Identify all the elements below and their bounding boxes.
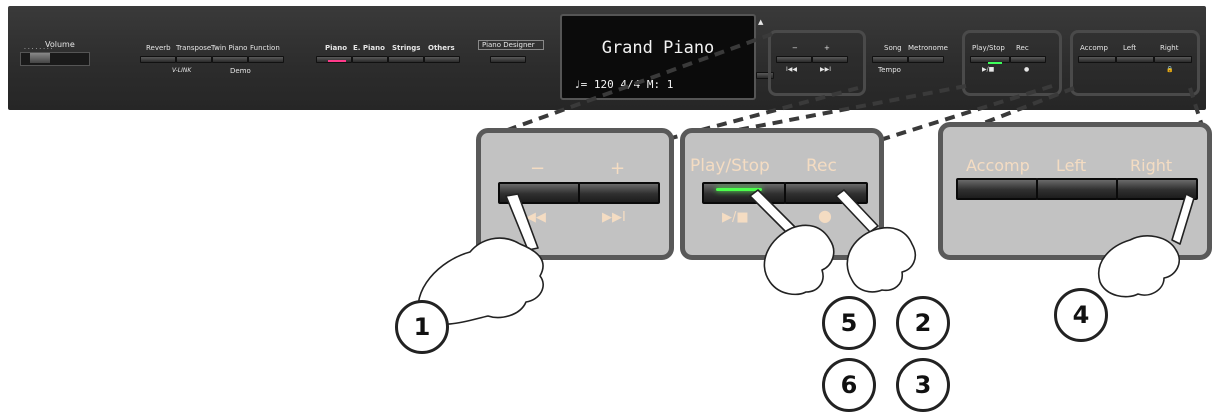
big-play-stop-icon: ▶/■: [722, 210, 749, 225]
others-label: Others: [428, 44, 455, 52]
big-bwd-icon: I◀◀: [522, 210, 546, 225]
reverb-button[interactable]: [140, 56, 176, 63]
left-button[interactable]: [1036, 178, 1118, 200]
accomp-button-small[interactable]: [1078, 56, 1116, 63]
function-button[interactable]: [248, 56, 284, 63]
piano-label: Piano: [325, 44, 348, 52]
piano-indicator-led: [328, 60, 346, 62]
step-number: 2: [914, 309, 932, 337]
play-stop-button[interactable]: [702, 182, 786, 204]
left-button-small[interactable]: [1116, 56, 1154, 63]
big-rec-icon: ●: [818, 206, 832, 225]
volume-label: Volume: [45, 40, 75, 49]
step-number: 3: [914, 371, 932, 399]
play-stop-icon: ▶/■: [982, 66, 995, 73]
left-label: Left: [1123, 44, 1137, 52]
metronome-label: Metronome: [908, 44, 948, 52]
step-6-badge: 6: [822, 358, 876, 412]
volume-slider-knob[interactable]: [30, 53, 50, 63]
transpose-label: Transpose: [176, 44, 212, 52]
piano-designer-button[interactable]: [490, 56, 526, 63]
e-piano-label: E. Piano: [353, 44, 385, 52]
strings-button[interactable]: [388, 56, 424, 63]
display-status-line: ♩= 120 4/4 M: 1: [574, 78, 674, 91]
right-button-small[interactable]: [1154, 56, 1192, 63]
e-piano-button[interactable]: [352, 56, 388, 63]
right-button[interactable]: [1116, 178, 1198, 200]
bwd-button[interactable]: [498, 182, 580, 204]
big-rec-label: Rec: [806, 156, 837, 176]
big-accomp-label: Accomp: [966, 156, 1030, 175]
lock-icon: 🔒: [1166, 66, 1174, 73]
play-stop-led: [716, 188, 762, 191]
tracks-zoom-frame: [1070, 30, 1200, 96]
twin-piano-button[interactable]: [212, 56, 248, 63]
step-number: 6: [840, 371, 858, 399]
big-play-stop-label: Play/Stop: [690, 156, 770, 176]
piano-button[interactable]: [316, 56, 352, 63]
metronome-button[interactable]: [908, 56, 944, 63]
step-5-badge: 5: [822, 296, 876, 350]
tempo-label: Tempo: [878, 66, 901, 74]
play-indicator-led: [988, 62, 1002, 64]
up-arrow-icon: ▲: [758, 18, 764, 26]
step-2-badge: 2: [896, 296, 950, 350]
right-label: Right: [1160, 44, 1179, 52]
plus-label: +: [824, 44, 830, 52]
rec-button[interactable]: [784, 182, 868, 204]
demo-label: Demo: [230, 67, 251, 75]
accomp-button[interactable]: [956, 178, 1038, 200]
step-number: 1: [413, 313, 431, 341]
song-button[interactable]: [872, 56, 908, 63]
strings-label: Strings: [392, 44, 421, 52]
volume-scale: · · · · · · · ·: [24, 46, 53, 53]
step-number: 5: [840, 309, 858, 337]
v-link-label: V-LINK: [172, 67, 192, 74]
rec-label: Rec: [1016, 44, 1029, 52]
fwd-button[interactable]: [578, 182, 660, 204]
play-stop-label: Play/Stop: [972, 44, 1005, 52]
rec-icon: ●: [1024, 66, 1030, 73]
big-minus-label: −: [530, 158, 546, 179]
bwd-icon: I◀◀: [786, 66, 797, 73]
others-button[interactable]: [424, 56, 460, 63]
transpose-button[interactable]: [176, 56, 212, 63]
step-3-badge: 3: [896, 358, 950, 412]
play-rec-zoom-frame: [962, 30, 1062, 96]
step-4-badge: 4: [1054, 288, 1108, 342]
step-1-badge: 1: [395, 300, 449, 354]
accomp-label: Accomp: [1080, 44, 1108, 52]
big-right-label: Right: [1130, 156, 1173, 175]
rec-button-small[interactable]: [1010, 56, 1046, 63]
bwd-button-small[interactable]: [776, 56, 812, 63]
lcd-display: Grand Piano ♩= 120 4/4 M: 1: [560, 14, 756, 100]
fwd-button-small[interactable]: [812, 56, 848, 63]
step-number: 4: [1072, 301, 1090, 329]
big-left-label: Left: [1056, 156, 1087, 175]
song-nav-zoom-frame: [768, 30, 866, 96]
piano-designer-label: Piano Designer: [482, 41, 535, 49]
song-label: Song: [884, 44, 902, 52]
reverb-label: Reverb: [146, 44, 171, 52]
fwd-icon: ▶▶I: [820, 66, 831, 73]
twin-piano-label: Twin Piano: [211, 44, 248, 52]
display-tone-name: Grand Piano: [601, 38, 715, 58]
function-label: Function: [250, 44, 280, 52]
minus-label: −: [792, 44, 798, 52]
big-plus-label: +: [610, 158, 626, 179]
big-fwd-icon: ▶▶I: [602, 210, 626, 225]
